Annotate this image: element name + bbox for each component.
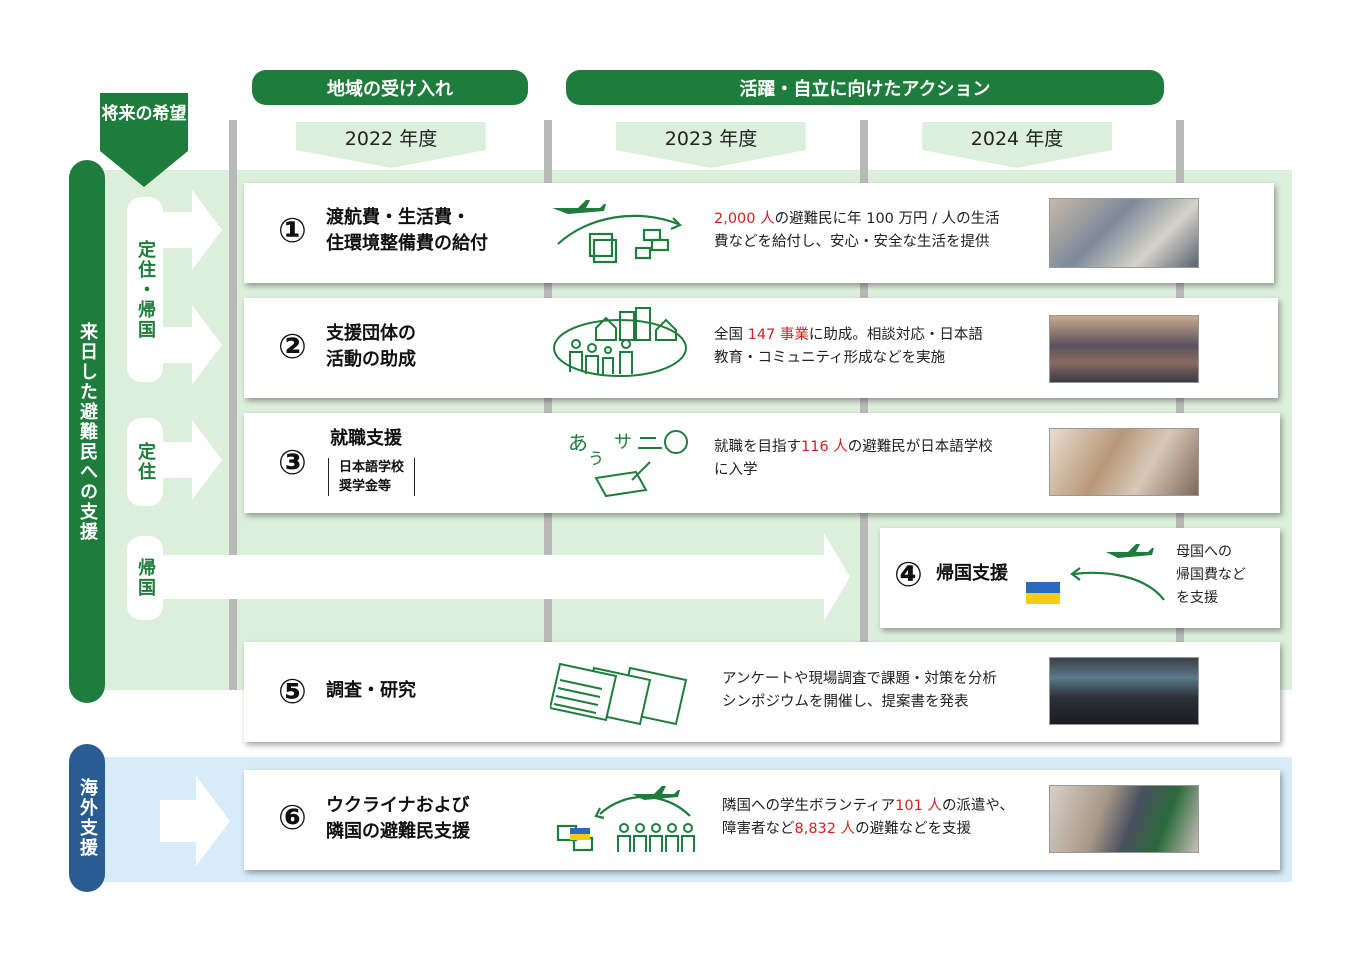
year-banner-2024 [922,122,1112,168]
return-airplane-icon [1070,544,1165,601]
program-1-number: ① [278,211,307,251]
program-5-number: ⑤ [278,672,307,712]
program-2-desc: 全国 147 事業に助成。相談対応・日本語 教育・コミュニティ形成などを実施 [714,327,983,366]
header-local: 地域の受け入れ [252,70,528,105]
year-2023: 2023 年度 [664,128,758,150]
header-action: 活躍・自立に向けたアクション [566,70,1164,105]
program-2-title: 支援団体の活動の助成 [326,323,416,370]
overseas-aid-icon [556,786,695,852]
japanese-study-icon: あ う サ [568,430,688,498]
program-4-box [880,528,1280,628]
year-banner-2022 [296,122,486,168]
program-4-desc: 母国への帰国費などを支援 [1176,544,1246,606]
program-6-desc: 隣国への学生ボランティア101 人の派遣や、 障害者など8,832 人の避難など… [722,798,1015,837]
program-5-desc: アンケートや現場調査で課題・対策を分析シンポジウムを開催し、提案書を発表 [722,671,997,710]
hope-arrow-2 [160,305,222,385]
year-banner-2023 [616,122,806,168]
svg-text:あ: あ [568,431,588,455]
future-header-arrow [100,93,188,187]
documents-icon [550,662,688,726]
year-2024: 2024 年度 [970,128,1064,150]
future-header-label: 将来の希望 [101,104,187,124]
program-2-photo [1049,315,1199,383]
svg-text:う: う [588,449,604,468]
hope-arrow-overseas [160,776,230,866]
program-1-photo [1049,198,1199,268]
program-3-subtitle: 日本語学校奨学金等 [328,458,416,496]
program-2-number: ② [278,327,307,367]
airplane-money-icon [552,200,682,264]
program-3-desc: 就職を目指す116 人の避難民が日本語学校 に入学 [714,439,993,478]
header-local-label: 地域の受け入れ [327,78,453,100]
grid-line-4 [1176,120,1184,690]
program-5-photo [1049,657,1199,725]
hope-settle-return: 定住・帰国 [127,197,163,382]
program-6-title: ウクライナおよび隣国の避難民支援 [326,795,470,842]
program-3-title: 就職支援 [330,428,402,449]
year-2022: 2022 年度 [344,128,438,150]
program-3-number: ③ [278,443,307,483]
program-4-number: ④ [894,555,923,595]
program-4-title: 帰国支援 [936,563,1008,584]
program-1-desc: 2,000 人の避難民に年 100 万円 / 人の生活 費などを給付し、安心・安… [714,211,1000,250]
hope-arrow-3 [160,420,222,500]
program-1-title: 渡航費・生活費・住環境整備費の給付 [326,207,488,254]
header-action-label: 活躍・自立に向けたアクション [739,78,991,100]
svg-text:サ: サ [614,432,632,453]
hope-settle: 定住 [127,418,163,506]
return-long-arrow [160,533,850,621]
community-houses-icon [553,307,687,377]
program-6-photo [1049,785,1199,853]
program-3-photo [1049,428,1199,496]
hope-arrow-1 [160,190,222,270]
overseas-label: 海外支援 [69,744,105,892]
domestic-label: 来日した避難民への支援 [69,160,105,703]
program-6-number: ⑥ [278,798,307,838]
program-5-title: 調査・研究 [326,680,416,701]
hope-return: 帰国 [127,536,163,620]
grid-line-1 [229,120,237,690]
ukraine-flag-icon [1026,582,1060,604]
